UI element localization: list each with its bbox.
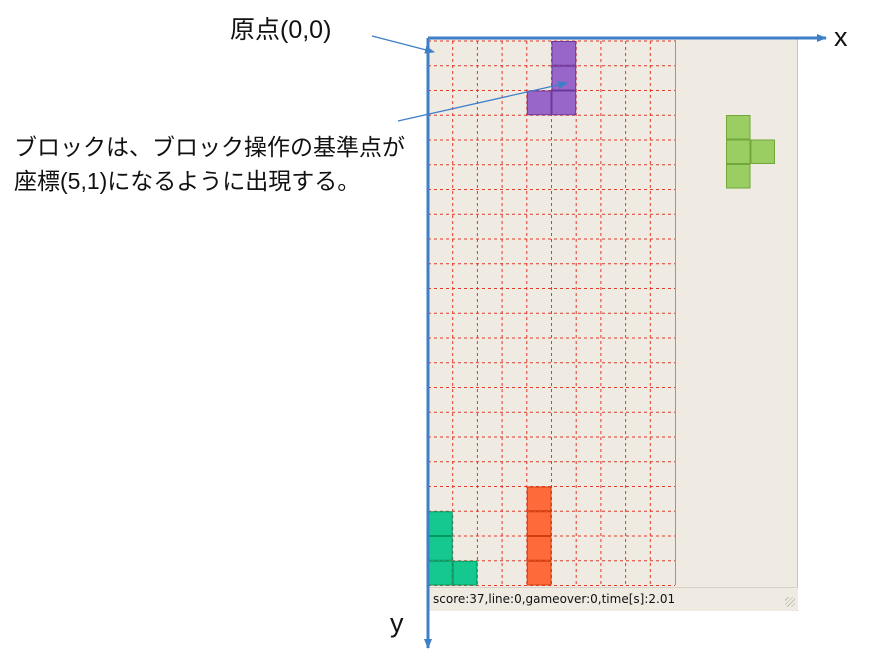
stacked-l-piece-cell — [428, 560, 453, 586]
board-grid — [428, 40, 675, 586]
origin-pointer-arrow — [371, 35, 435, 54]
falling-j-piece-cell — [526, 90, 552, 116]
falling-j-piece-cell — [551, 41, 577, 66]
next-t-piece-cell — [726, 115, 751, 140]
spawn-note-line-1: ブロックは、ブロック操作の基準点が — [14, 134, 405, 160]
origin-label: 原点(0,0) — [230, 16, 332, 44]
next-t-piece-cell — [726, 139, 751, 164]
resize-grip-icon[interactable] — [785, 597, 795, 607]
status-text: score:37,line:0,gameover:0,time[s]:2.01 — [433, 592, 676, 606]
stacked-i-piece-cell — [526, 511, 552, 536]
stacked-i-piece-cell — [526, 536, 552, 561]
y-axis-label: y — [390, 608, 404, 638]
block-layer — [428, 41, 577, 586]
pivot-pointer-arrow — [397, 81, 568, 122]
falling-j-piece-cell — [551, 90, 577, 116]
stacked-i-piece-cell — [526, 486, 552, 512]
game-board — [428, 40, 676, 585]
next-piece-preview — [726, 115, 775, 189]
spawn-note: ブロックは、ブロック操作の基準点が 座標(5,1)になるように出現する。 — [14, 130, 405, 198]
stacked-l-piece-cell — [452, 560, 478, 586]
spawn-note-line-2: 座標(5,1)になるように出現する。 — [14, 168, 361, 194]
falling-j-piece-cell — [551, 65, 577, 91]
x-axis-label: x — [834, 22, 848, 52]
next-t-piece-cell — [726, 164, 751, 189]
stacked-l-piece-cell — [428, 511, 453, 536]
status-bar: score:37,line:0,gameover:0,time[s]:2.01 — [428, 587, 798, 610]
next-t-piece-cell — [750, 139, 775, 164]
stacked-l-piece-cell — [428, 536, 453, 561]
stacked-i-piece-cell — [526, 560, 552, 586]
